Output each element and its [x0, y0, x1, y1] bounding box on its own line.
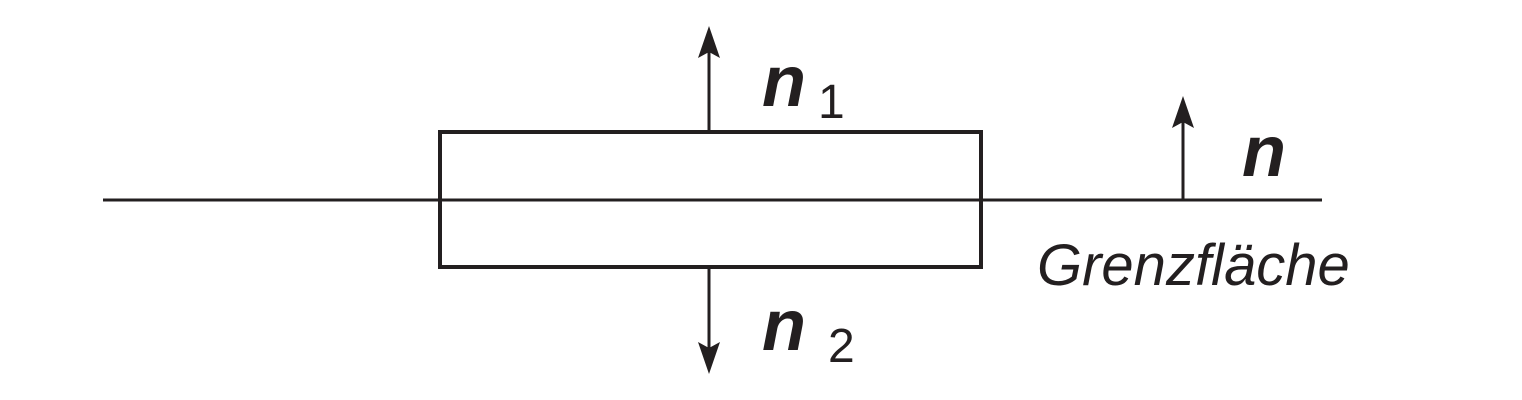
normal-n-arrowhead: [1172, 96, 1194, 128]
normal-n2-arrowhead: [698, 342, 720, 374]
label-n2-subscript: 2: [828, 320, 855, 373]
normal-n1-arrowhead: [698, 26, 720, 58]
label-n: n: [1242, 112, 1286, 192]
label-interface: Grenzfläche: [1037, 233, 1350, 298]
label-n1: n: [762, 42, 806, 122]
label-n1-subscript: 1: [818, 76, 845, 129]
label-n2: n: [762, 286, 806, 366]
